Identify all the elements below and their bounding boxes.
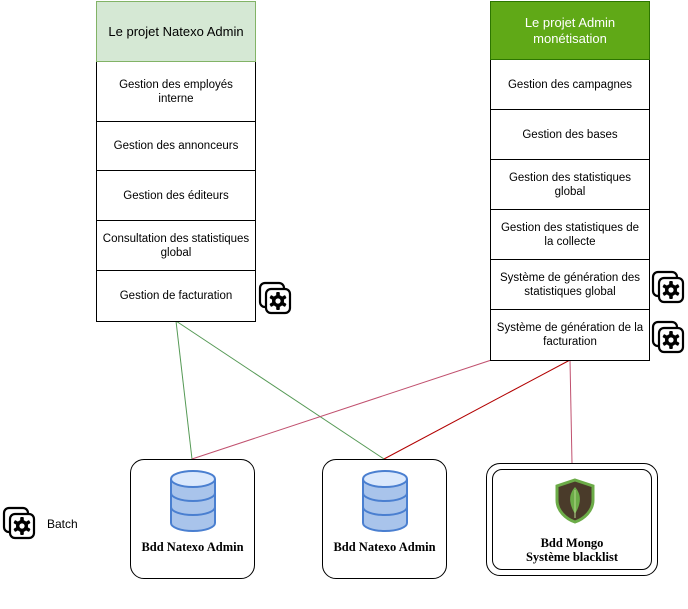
row-stats-global: Gestion des statistiques global	[491, 160, 649, 210]
batch-gear-icon	[651, 320, 685, 354]
database-natexo-admin-1: Bdd Natexo Admin	[130, 459, 255, 579]
row-gen-facturation: Système de génération de la facturation	[496, 322, 644, 348]
database-icon	[170, 470, 216, 532]
edge-natexo-to-db2	[175, 320, 385, 460]
row-annonceurs: Gestion des annonceurs	[97, 122, 255, 171]
row-employes: Gestion des employés interne	[97, 62, 255, 122]
legend-label: Batch	[47, 517, 78, 531]
edge-monet-to-db3	[569, 359, 573, 464]
edge-monet-to-db2	[383, 359, 571, 460]
database-label: Bdd Natexo Admin	[333, 540, 436, 554]
module-natexo-title: Le projet Natexo Admin	[96, 1, 256, 62]
database-natexo-admin-2: Bdd Natexo Admin	[322, 459, 447, 579]
batch-gear-icon	[651, 270, 685, 304]
row-stats-collecte: Gestion des statistiques de la collecte	[491, 210, 649, 260]
database-label: Bdd Natexo Admin	[141, 540, 244, 554]
module-admin-monetisation: Le projet Admin monétisation Gestion des…	[490, 1, 650, 361]
edge-natexo-to-db1	[175, 320, 193, 460]
module-monet-title: Le projet Admin monétisation	[490, 1, 650, 60]
row-facturation: Gestion de facturation	[119, 290, 233, 302]
row-editeurs: Gestion des éditeurs	[97, 171, 255, 221]
row-gen-stats: Système de génération des statistiques g…	[491, 260, 649, 310]
module-natexo-admin: Le projet Natexo Admin Gestion des emplo…	[96, 1, 256, 322]
batch-gear-icon	[258, 281, 292, 315]
row-campagnes: Gestion des campagnes	[491, 60, 649, 110]
database-icon	[362, 470, 408, 532]
mongodb-leaf-icon	[555, 478, 595, 524]
row-bases: Gestion des bases	[491, 110, 649, 160]
row-consultation-stats: Consultation des statistiques global	[97, 221, 255, 271]
legend-batch-gear-icon	[2, 506, 36, 540]
